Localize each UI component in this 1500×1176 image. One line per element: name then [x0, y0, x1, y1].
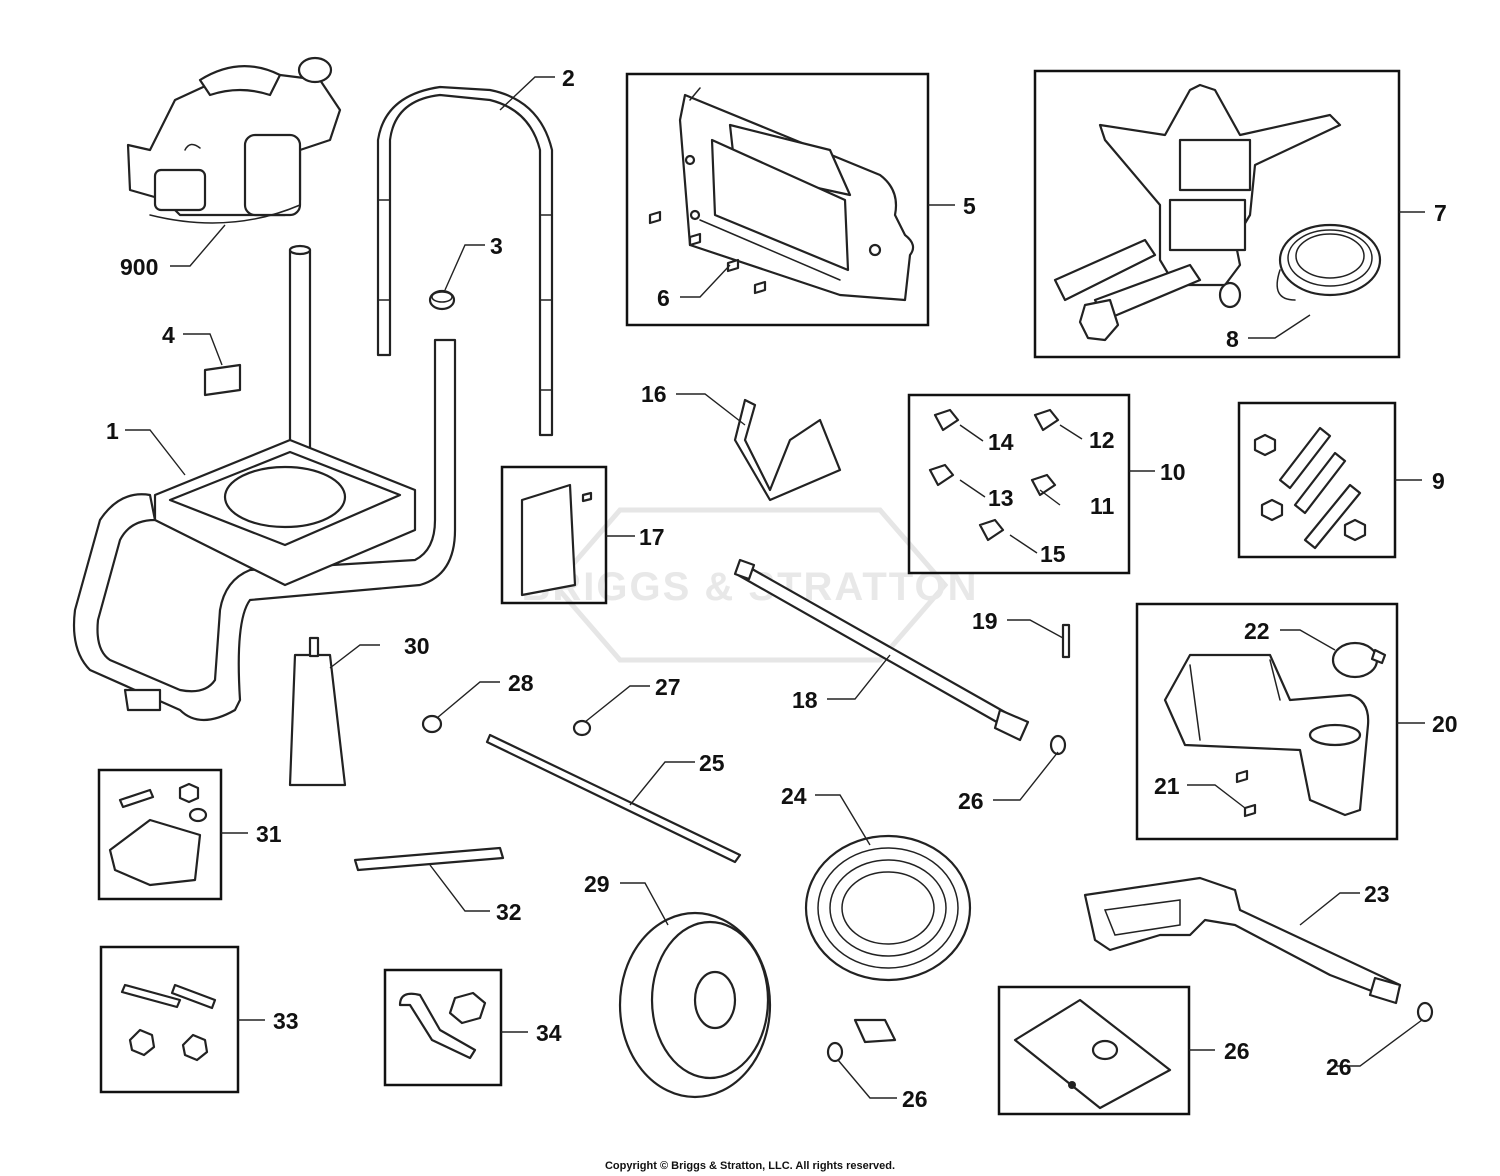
label-22: 22: [1244, 618, 1270, 644]
box-hook-kit: [383, 968, 503, 1087]
callout-labels: 900 1 2 3 4 5 6 7 8 9 10 11 12 13 14 15 …: [106, 65, 1458, 1112]
label-6: 6: [657, 285, 670, 311]
nozzles-parts-10-15: [928, 408, 1060, 542]
label-12: 12: [1089, 427, 1115, 453]
label-7: 7: [1434, 200, 1447, 226]
box-foot-kit: [97, 768, 223, 901]
gun-part-23: [1083, 876, 1402, 1005]
box-nozzles: [907, 393, 1131, 575]
decal-part-4: [203, 363, 242, 397]
label-13: 13: [988, 485, 1014, 511]
hook-kit-part-34: [398, 991, 487, 1060]
bolts-part-9: [1253, 426, 1367, 550]
label-21: 21: [1154, 773, 1180, 799]
label-5: 5: [963, 193, 976, 219]
wand-part-18: [733, 558, 1030, 742]
label-28: 28: [508, 670, 534, 696]
label-8: 8: [1226, 326, 1239, 352]
label-26-wand: 26: [958, 788, 984, 814]
label-16: 16: [641, 381, 667, 407]
label-25: 25: [699, 750, 725, 776]
key-part-19: [1061, 623, 1071, 659]
label-11: 11: [1090, 493, 1115, 519]
label-900: 900: [120, 254, 158, 280]
label-2: 2: [562, 65, 575, 91]
label-26-hose: 26: [902, 1086, 928, 1112]
cap-part-22: [1331, 641, 1387, 679]
plate-part-17: [520, 483, 593, 597]
label-34: 34: [536, 1020, 562, 1046]
label-19: 19: [972, 608, 998, 634]
label-23: 23: [1364, 881, 1390, 907]
label-33: 33: [273, 1008, 299, 1034]
clip-part-16: [733, 398, 842, 502]
hose-part-8: [1276, 223, 1382, 301]
wheel-part-29: [618, 911, 772, 1099]
box-handle-hardware: [99, 945, 240, 1094]
tank-part-20: [1163, 653, 1370, 817]
leader-lines: [125, 76, 1425, 1099]
label-15: 15: [1040, 541, 1066, 567]
foot-kit-part-31: [108, 782, 208, 887]
orings-part-26: [826, 734, 1434, 1063]
box-control-panel: [625, 72, 930, 327]
label-3: 3: [490, 233, 503, 259]
panel-part-5: [678, 87, 915, 302]
copyright-notice: Copyright © Briggs & Stratton, LLC. All …: [604, 1160, 896, 1172]
engine-part-900: [126, 56, 342, 224]
label-26-kit: 26: [1224, 1038, 1250, 1064]
hose-part-24: [804, 834, 972, 1044]
axle-part-25: [485, 733, 742, 864]
label-17: 17: [639, 524, 665, 550]
label-29: 29: [584, 871, 610, 897]
label-1: 1: [106, 418, 119, 444]
ring-part-28: [421, 714, 443, 734]
label-14: 14: [988, 429, 1014, 455]
plug-part-3: [428, 289, 456, 311]
screws-part-6: [648, 210, 767, 295]
washer-part-27: [572, 719, 592, 737]
screws-part-21: [1235, 769, 1257, 818]
label-31: 31: [256, 821, 282, 847]
label-10: 10: [1160, 459, 1186, 485]
label-4: 4: [162, 322, 175, 348]
label-32: 32: [496, 899, 522, 925]
hardware-part-33: [120, 983, 217, 1062]
oring-kit-contents: [1013, 998, 1172, 1110]
frame-part-1: [72, 244, 457, 721]
label-20: 20: [1432, 711, 1458, 737]
label-18: 18: [792, 687, 818, 713]
label-24: 24: [781, 783, 807, 809]
bottle-part-30: [288, 636, 347, 787]
handle-part-2: [376, 85, 554, 437]
label-26-gun: 26: [1326, 1054, 1352, 1080]
pump-part-7: [1053, 83, 1342, 342]
label-9: 9: [1432, 468, 1445, 494]
strap-part-32: [353, 846, 505, 872]
label-27: 27: [655, 674, 681, 700]
box-pump: [1033, 69, 1401, 359]
label-30: 30: [404, 633, 430, 659]
box-detergent-tank: [1135, 602, 1399, 841]
box-plate: [500, 465, 608, 605]
